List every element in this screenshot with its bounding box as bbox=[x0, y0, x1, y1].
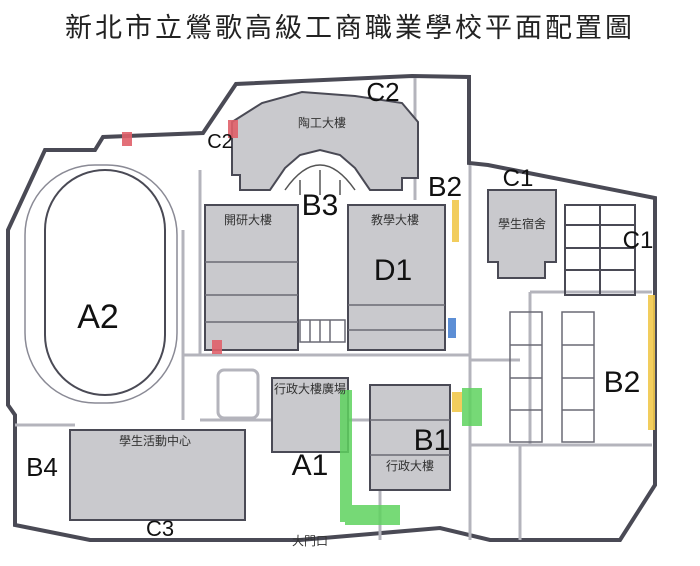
activity-center-building bbox=[69, 429, 246, 521]
internal-roads bbox=[15, 78, 652, 540]
zone-label-c1-right: C1 bbox=[623, 227, 654, 254]
map-title: 新北市立鶯歌高級工商職業學校平面配置圖 bbox=[65, 13, 635, 44]
building-label-activity-center: 學生活動中心 bbox=[119, 433, 191, 448]
building-details bbox=[205, 261, 450, 456]
buildings bbox=[69, 90, 557, 521]
zone-label-c2-left: C2 bbox=[207, 131, 233, 153]
running-track bbox=[24, 164, 178, 404]
zone-label-b2-top: B2 bbox=[428, 171, 462, 202]
zone-label-d1: D1 bbox=[374, 254, 412, 287]
zone-label-b3: B3 bbox=[302, 189, 339, 222]
zone-label-c1-top: C1 bbox=[503, 165, 534, 192]
building-label-ceramics: 陶工大樓 bbox=[298, 115, 346, 130]
ceramics-dome bbox=[284, 164, 356, 195]
building-label-admin-plaza: 行政大樓廣場 bbox=[274, 381, 346, 396]
ceramics-building bbox=[231, 90, 419, 191]
building-label-research: 開研大樓 bbox=[224, 212, 272, 227]
zone-label-c3: C3 bbox=[146, 516, 174, 541]
red-zones bbox=[122, 120, 238, 354]
dorm-wings bbox=[564, 204, 636, 296]
building-label-gate: 大門口 bbox=[292, 534, 328, 548]
zone-label-b4: B4 bbox=[26, 452, 58, 482]
zone-label-a2: A2 bbox=[77, 298, 119, 336]
research-building bbox=[204, 204, 299, 351]
campus-boundary bbox=[6, 73, 657, 542]
green-zones bbox=[340, 388, 482, 525]
parking-stalls bbox=[509, 311, 595, 443]
dormitory-building bbox=[487, 189, 557, 279]
building-label-dorm: 學生宿舍 bbox=[498, 216, 546, 231]
building-label-teaching: 教學大樓 bbox=[371, 212, 419, 227]
zone-label-b1: B1 bbox=[414, 424, 451, 457]
zone-label-b2-right: B2 bbox=[604, 366, 641, 399]
yellow-zones bbox=[452, 200, 655, 430]
zone-label-c2-top: C2 bbox=[366, 77, 399, 107]
blue-zones bbox=[448, 318, 456, 338]
zone-label-a1: A1 bbox=[292, 449, 329, 482]
building-label-admin: 行政大樓 bbox=[386, 458, 434, 473]
teaching-building bbox=[347, 204, 446, 351]
